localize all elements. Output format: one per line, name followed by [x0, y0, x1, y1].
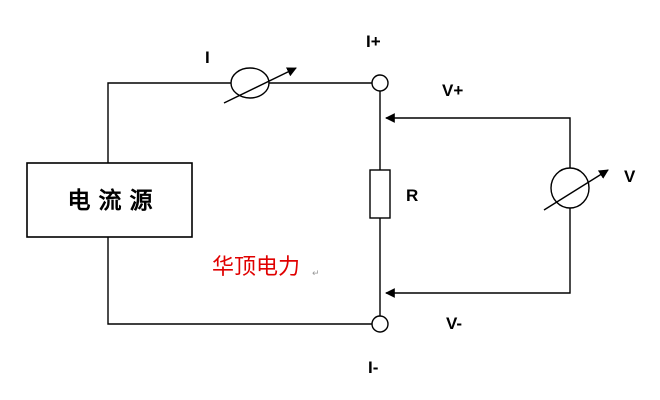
wire-v-minus	[385, 207, 571, 298]
current-source-box	[26, 162, 193, 238]
brand-text: 华顶电力	[212, 255, 300, 280]
wire-top	[107, 82, 372, 163]
current-meter-arrow	[223, 67, 297, 104]
current-meter-label: I	[205, 48, 210, 67]
terminal-i-plus-label: I+	[366, 32, 381, 51]
terminal-i-minus-label: I-	[368, 358, 378, 377]
voltage-meter	[550, 167, 590, 209]
resistor-label: R	[406, 186, 418, 205]
voltage-meter-arrow	[543, 169, 609, 211]
terminal-v-plus-label: V+	[442, 81, 463, 100]
terminal-v-minus-label: V-	[446, 314, 462, 333]
current-source-label: 电 流 源	[67, 187, 152, 214]
current-meter	[230, 67, 270, 99]
wire-v-plus	[385, 113, 571, 168]
voltage-meter-label: V	[624, 167, 636, 186]
wire-bottom	[107, 237, 372, 325]
terminal-i-plus-node	[371, 74, 389, 92]
brand-mark: ↵	[312, 269, 320, 279]
resistor	[369, 169, 391, 219]
terminal-i-minus-node	[371, 315, 389, 333]
